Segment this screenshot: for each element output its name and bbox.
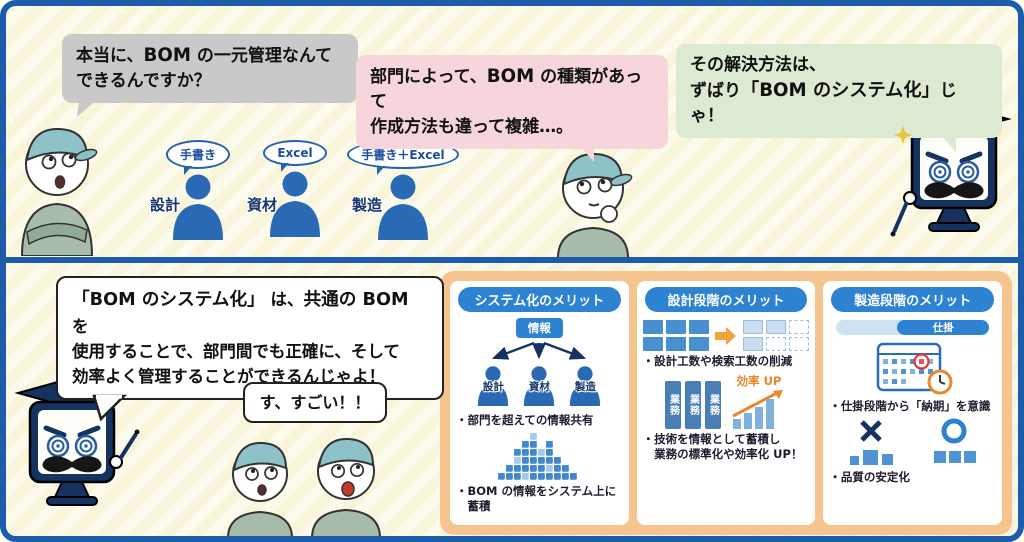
- pixel-histogram-graphic: [498, 433, 578, 480]
- worker-left-icon: [20, 127, 98, 256]
- complexity-line1: 部門によって、BOM の種類があって: [370, 66, 643, 113]
- speech-bubble-explanation: 「BOM のシステム化」 は、共通の BOM を 使用することで、部門間でも正確…: [56, 276, 444, 422]
- mini-department-materials: 資材: [521, 366, 557, 410]
- info-badge: 情報: [515, 318, 563, 338]
- reduction-diagram: [643, 320, 809, 351]
- bubble-tail: [92, 394, 128, 422]
- reduced-grid-graphic: [743, 320, 809, 351]
- rising-chart-graphic: [732, 390, 783, 430]
- worker-amazed-right-icon: [310, 437, 382, 538]
- department-label: 設計: [150, 196, 181, 214]
- card-design-stage-merits: 設計段階のメリット ・設計工数や検索工数の削減 業務 業務 業務 効率 UP: [636, 281, 816, 525]
- question-line1: 本当に、BOM の一元管理なんて: [76, 45, 333, 66]
- solution-line2: ずばり「BOM のシステム化」じゃ！: [690, 79, 957, 126]
- cross-icon: [860, 420, 882, 442]
- person-icon: [478, 366, 509, 406]
- explain-line2: 使用することで、部門間でも正確に、そして: [72, 341, 400, 361]
- bubble-tail: [580, 146, 594, 162]
- mini-department-manufacturing: 製造: [567, 366, 603, 410]
- fanout-arrows-icon: [492, 341, 587, 360]
- person-icon: [524, 366, 555, 406]
- inconsistent-group: [848, 417, 894, 467]
- merit-point: ・BOM の情報をシステム上に 蓄積: [456, 484, 617, 514]
- department-materials: Excel 資材: [245, 140, 345, 237]
- mini-department-design: 設計: [475, 366, 511, 410]
- speech-bubble-question: 本当に、BOM の一元管理なんて できるんですか？: [62, 34, 358, 119]
- merit-point: ・仕掛段階から「納期」を意識: [829, 399, 991, 413]
- wip-label: 仕掛: [897, 320, 990, 335]
- question-line2: できるんですか？: [76, 71, 211, 92]
- quality-diagram: [829, 417, 996, 467]
- card-title: 製造段階のメリット: [831, 287, 995, 312]
- mini-departments: 設計 資材 製造: [475, 366, 603, 410]
- merit-point: ・技術を情報として蓄積し 業務の標準化や効率化 UP！: [642, 432, 803, 462]
- solution-line1: その解決方法は、: [690, 55, 826, 75]
- merits-panel: システム化のメリット 情報 設計 資材 製造: [440, 271, 1012, 535]
- section-divider: [4, 257, 1020, 263]
- uneven-bars-graphic: [850, 450, 893, 466]
- speech-bubble-solution: その解決方法は、 ずばり「BOM のシステム化」じゃ！: [676, 44, 1002, 152]
- department-manufacturing: 手書き＋Excel 製造: [338, 140, 468, 240]
- person-icon: [570, 366, 601, 406]
- worker-amazed-left-icon: [226, 441, 294, 538]
- task-bar: 業務: [665, 381, 681, 430]
- card-title: 設計段階のメリット: [644, 287, 808, 312]
- explain-line1: 「BOM のシステム化」 は、共通の BOM を: [72, 290, 409, 336]
- person-icon: [173, 174, 223, 240]
- circle-icon: [941, 418, 967, 444]
- merit-point: ・品質の安定化: [829, 470, 910, 485]
- efficiency-up: 効率 UP: [731, 373, 787, 430]
- full-grid-graphic: [643, 320, 709, 351]
- speech-bubble-complexity: 部門によって、BOM の種類があって 作成方法も違って複雑…。: [356, 55, 668, 162]
- efficiency-diagram: 業務 業務 業務 効率 UP: [665, 373, 787, 430]
- task-bar: 業務: [685, 381, 701, 430]
- person-icon: [378, 174, 428, 240]
- merit-point: ・部門を超えての情報共有: [456, 413, 594, 427]
- worker-middle-icon: [556, 152, 633, 258]
- tool-bubble-handwriting: 手書き: [165, 140, 230, 175]
- bubble-tail: [76, 100, 95, 119]
- speech-bubble-wow: す、すごい！！: [243, 382, 387, 424]
- sparkle-icon: [894, 126, 912, 144]
- complexity-line2: 作成方法も違って複雑…。: [370, 117, 574, 137]
- merit-point: ・設計工数や検索工数の削減: [642, 354, 793, 368]
- card-systemization-merits: システム化のメリット 情報 設計 資材 製造: [450, 281, 629, 525]
- tool-bubble-excel: Excel: [263, 140, 327, 172]
- arrow-right-icon: [715, 326, 736, 345]
- person-icon: [270, 171, 320, 237]
- card-manufacturing-stage-merits: 製造段階のメリット 仕掛 ・仕掛段階から「納期」を意識: [823, 281, 1003, 525]
- even-bars-graphic: [934, 451, 977, 464]
- bubble-tail: [942, 135, 956, 152]
- consistent-group: [931, 417, 977, 467]
- explain-line3: 効率よく管理することができるんじゃよ！: [72, 366, 386, 386]
- calendar-icon: [876, 342, 953, 395]
- wip-progress-bar: 仕掛: [836, 320, 990, 335]
- department-design: 手書き 設計: [148, 140, 248, 240]
- department-label: 製造: [352, 196, 383, 214]
- card-title: システム化のメリット: [458, 287, 621, 312]
- task-bar: 業務: [705, 381, 721, 430]
- department-label: 資材: [247, 196, 278, 214]
